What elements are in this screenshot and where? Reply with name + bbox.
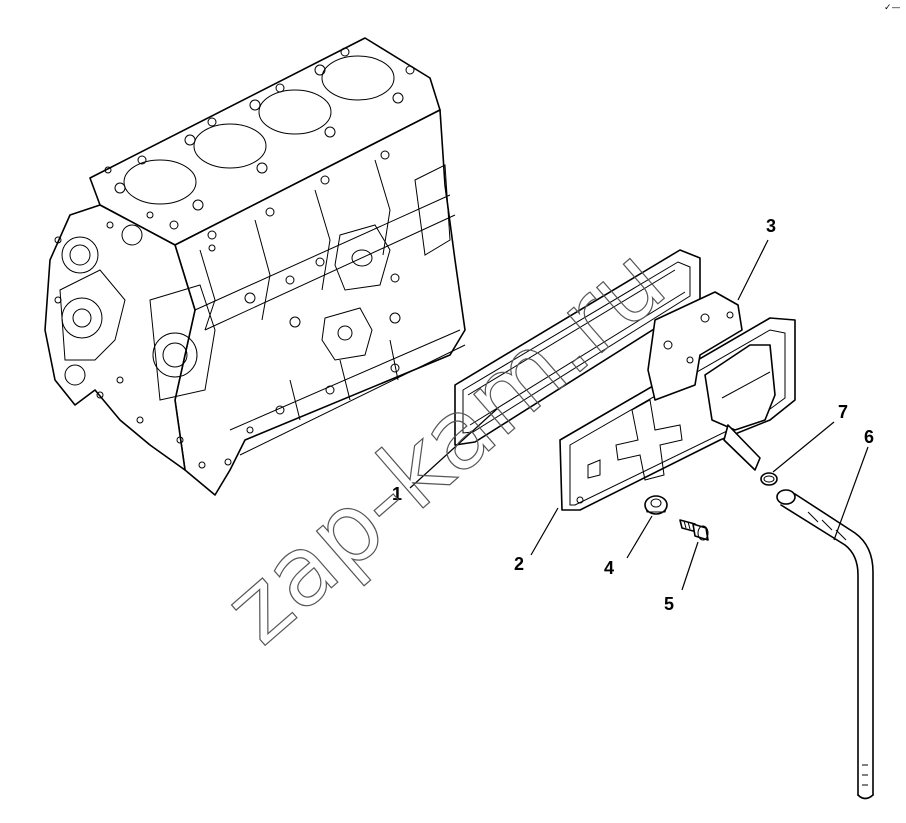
leader-lines xyxy=(409,239,869,591)
callout-labels: 1 2 3 4 5 6 7 xyxy=(392,216,874,614)
grommet-part-4 xyxy=(644,495,668,515)
cover-part-3 xyxy=(559,291,796,511)
callout-2: 2 xyxy=(514,554,524,574)
corner-mark: ✓— xyxy=(884,3,901,13)
callout-7: 7 xyxy=(838,402,848,422)
clamp-part-7 xyxy=(760,472,778,486)
callout-1: 1 xyxy=(392,484,402,504)
engine-block xyxy=(44,37,466,496)
callout-3: 3 xyxy=(766,216,776,236)
bolt-part-5 xyxy=(679,519,709,541)
callout-5: 5 xyxy=(664,594,674,614)
breather-tube-part-6 xyxy=(776,489,874,800)
callout-4: 4 xyxy=(604,558,614,578)
callout-6: 6 xyxy=(864,427,874,447)
